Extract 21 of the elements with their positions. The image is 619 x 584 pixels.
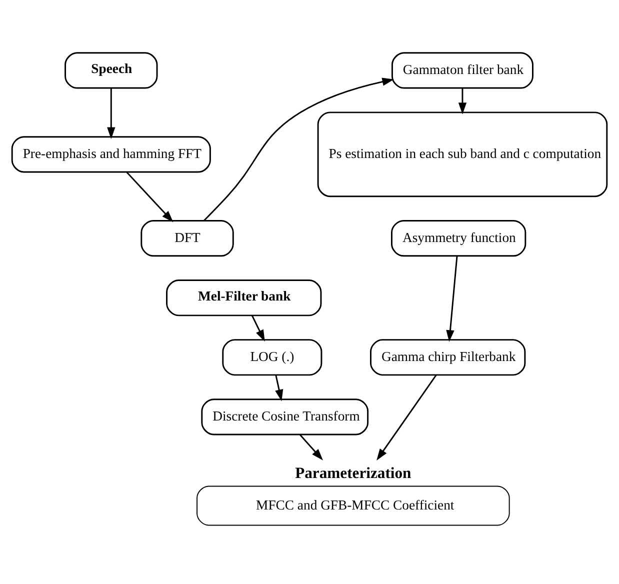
arrow xyxy=(376,374,437,461)
arrow xyxy=(458,88,467,114)
node-box: LOG (.) xyxy=(222,339,322,376)
node-box: Gamma chirp Filterbank xyxy=(370,339,526,376)
node-box: Asymmetry function xyxy=(390,220,526,257)
arrow xyxy=(107,88,116,139)
node-box: Speech xyxy=(64,52,158,89)
node-box: Pre-emphasis and hamming FFT xyxy=(11,136,211,173)
arrow xyxy=(251,315,265,342)
node-label: Parameterization xyxy=(295,465,412,482)
node-box: MFCC and GFB-MFCC Coefficient xyxy=(196,486,510,526)
arrow xyxy=(299,434,324,460)
arrow xyxy=(275,374,284,402)
node-box: DFT xyxy=(140,220,234,257)
node-box: Gammaton filter bank xyxy=(391,52,534,89)
arrow xyxy=(446,256,458,342)
node-box: Ps estimation in each sub band and c computation xyxy=(317,112,608,198)
node-box: Discrete Cosine Transform xyxy=(201,398,369,436)
arrow xyxy=(126,172,174,222)
arrow xyxy=(204,78,394,221)
node-box: Mel-Filter bank xyxy=(166,280,322,316)
